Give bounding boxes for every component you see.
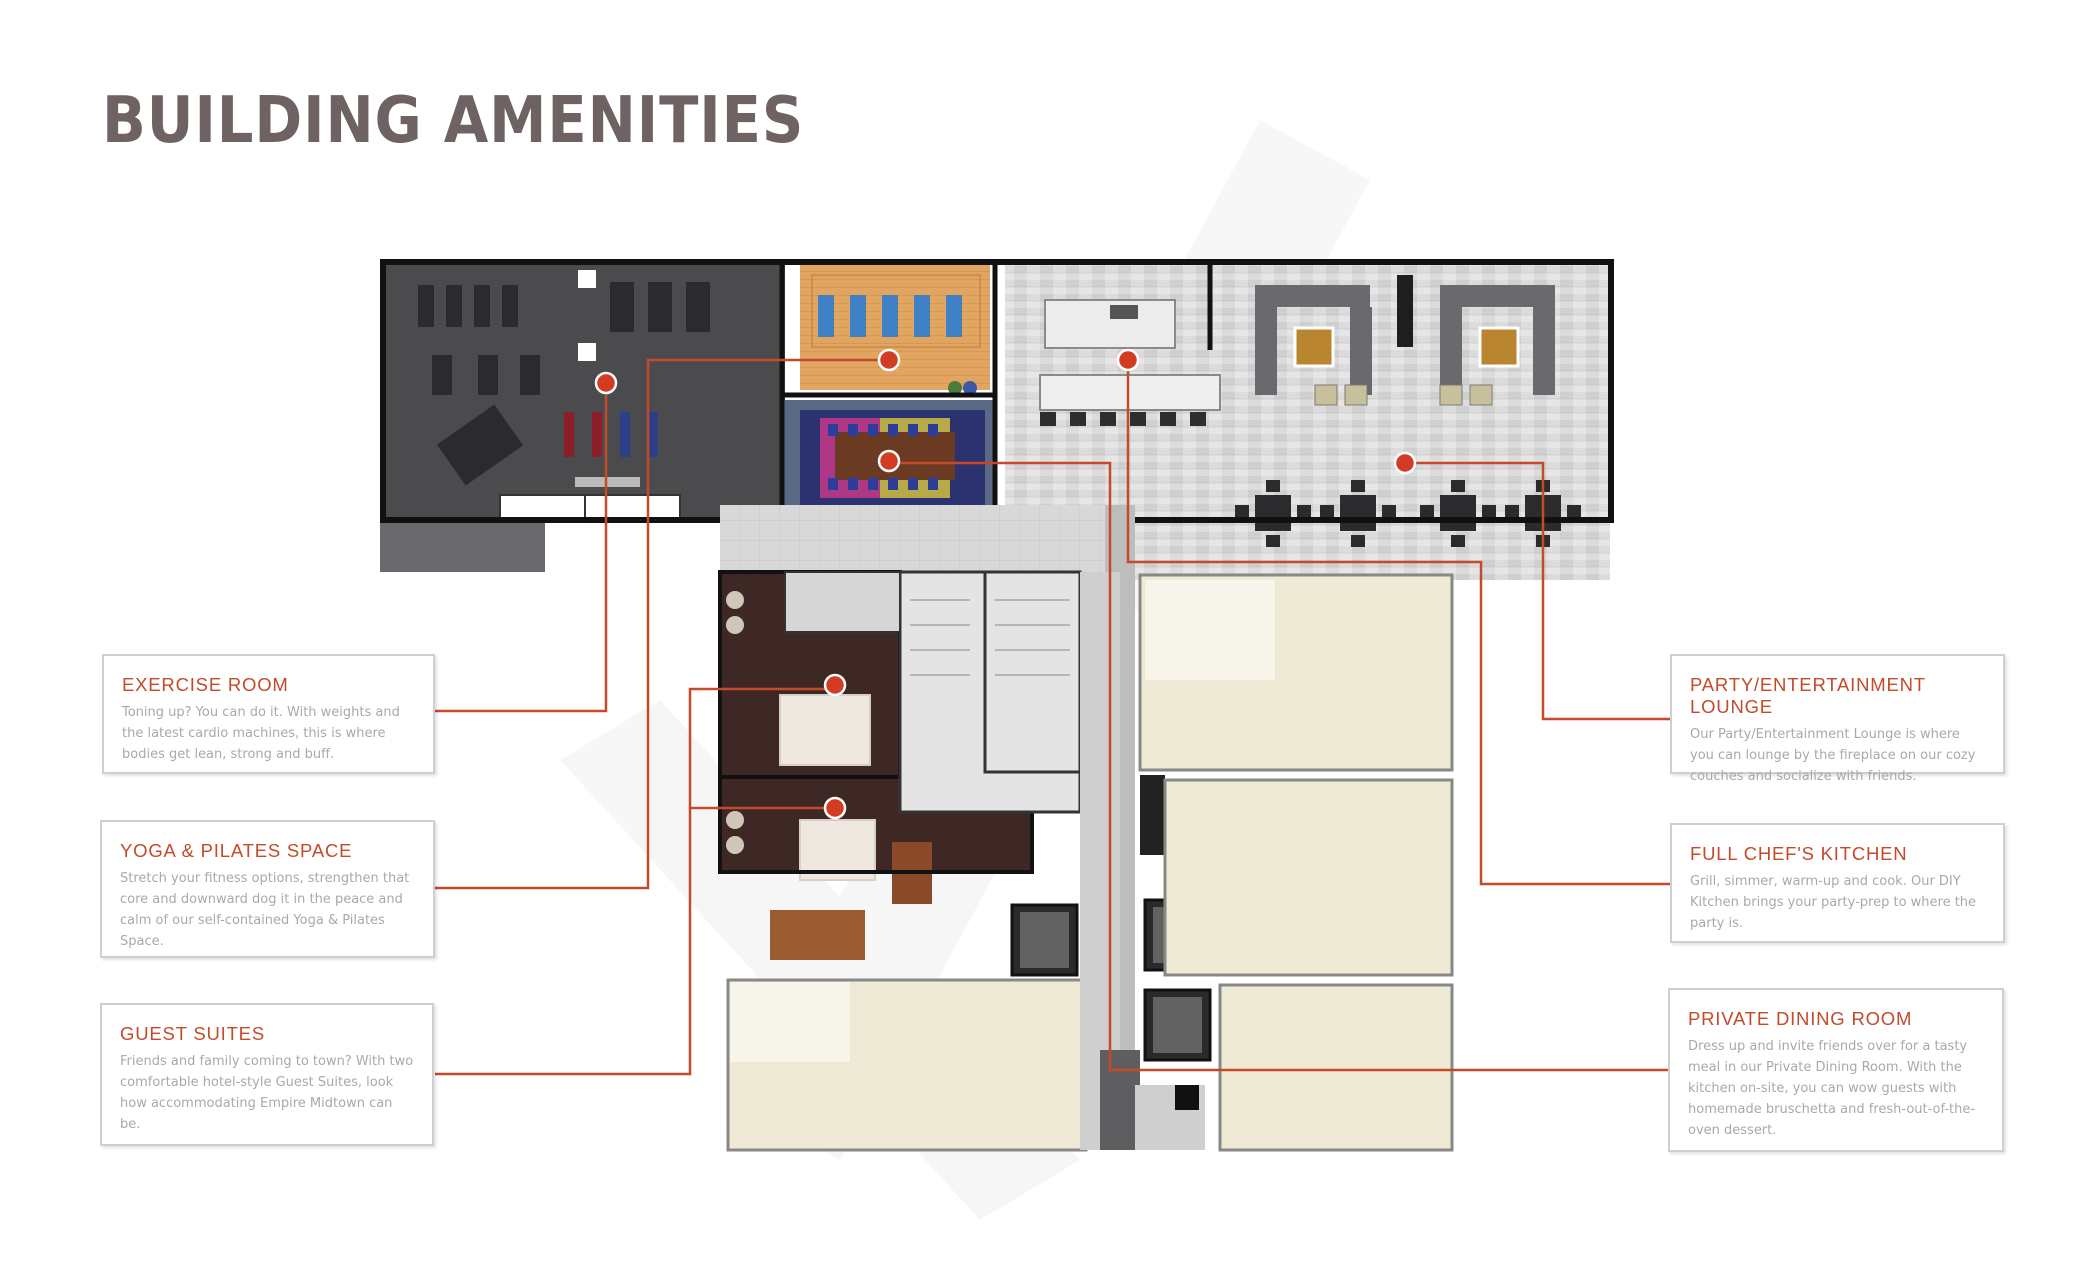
exercise-room-title: EXERCISE ROOM [122,674,289,695]
yoga-pilates-description: Stretch your fitness options, strengthen… [120,871,410,949]
private-dining-card: PRIVATE DINING ROOM Dress up and invite … [1668,988,2004,1152]
guest-suites-description: Friends and family coming to town? With … [120,1054,414,1132]
yoga-pilates-card: YOGA & PILATES SPACE Stretch your fitnes… [100,820,435,958]
chefs-kitchen-title: FULL CHEF'S KITCHEN [1690,843,1908,864]
party-lounge-title: PARTY/ENTERTAINMENT LOUNGE [1690,674,1926,717]
yoga-room-area [800,265,990,395]
exercise-room-card: EXERCISE ROOM Toning up? You can do it. … [102,654,435,774]
chefs-kitchen-card: FULL CHEF'S KITCHEN Grill, simmer, warm-… [1670,823,2005,943]
private-dining-title: PRIVATE DINING ROOM [1688,1008,1913,1029]
private-dining-description: Dress up and invite friends over for a t… [1688,1039,1976,1138]
corridor [720,505,1130,575]
exercise-room-area [380,263,785,572]
yoga-pilates-title: YOGA & PILATES SPACE [120,840,353,861]
guest-suites-card: GUEST SUITES Friends and family coming t… [100,1003,434,1146]
guest-suites-title: GUEST SUITES [120,1023,265,1044]
exercise-room-description: Toning up? You can do it. With weights a… [122,705,400,762]
chefs-kitchen-description: Grill, simmer, warm-up and cook. Our DIY… [1690,874,1977,931]
location-markers [594,348,1417,820]
party-lounge-description: Our Party/Entertainment Lounge is where … [1690,727,1976,784]
page-title: BUILDING AMENITIES [102,84,805,158]
leader-lines [435,358,1670,1076]
party-lounge-card: PARTY/ENTERTAINMENT LOUNGE Our Party/Ent… [1670,654,2005,784]
service-core [898,570,1082,814]
